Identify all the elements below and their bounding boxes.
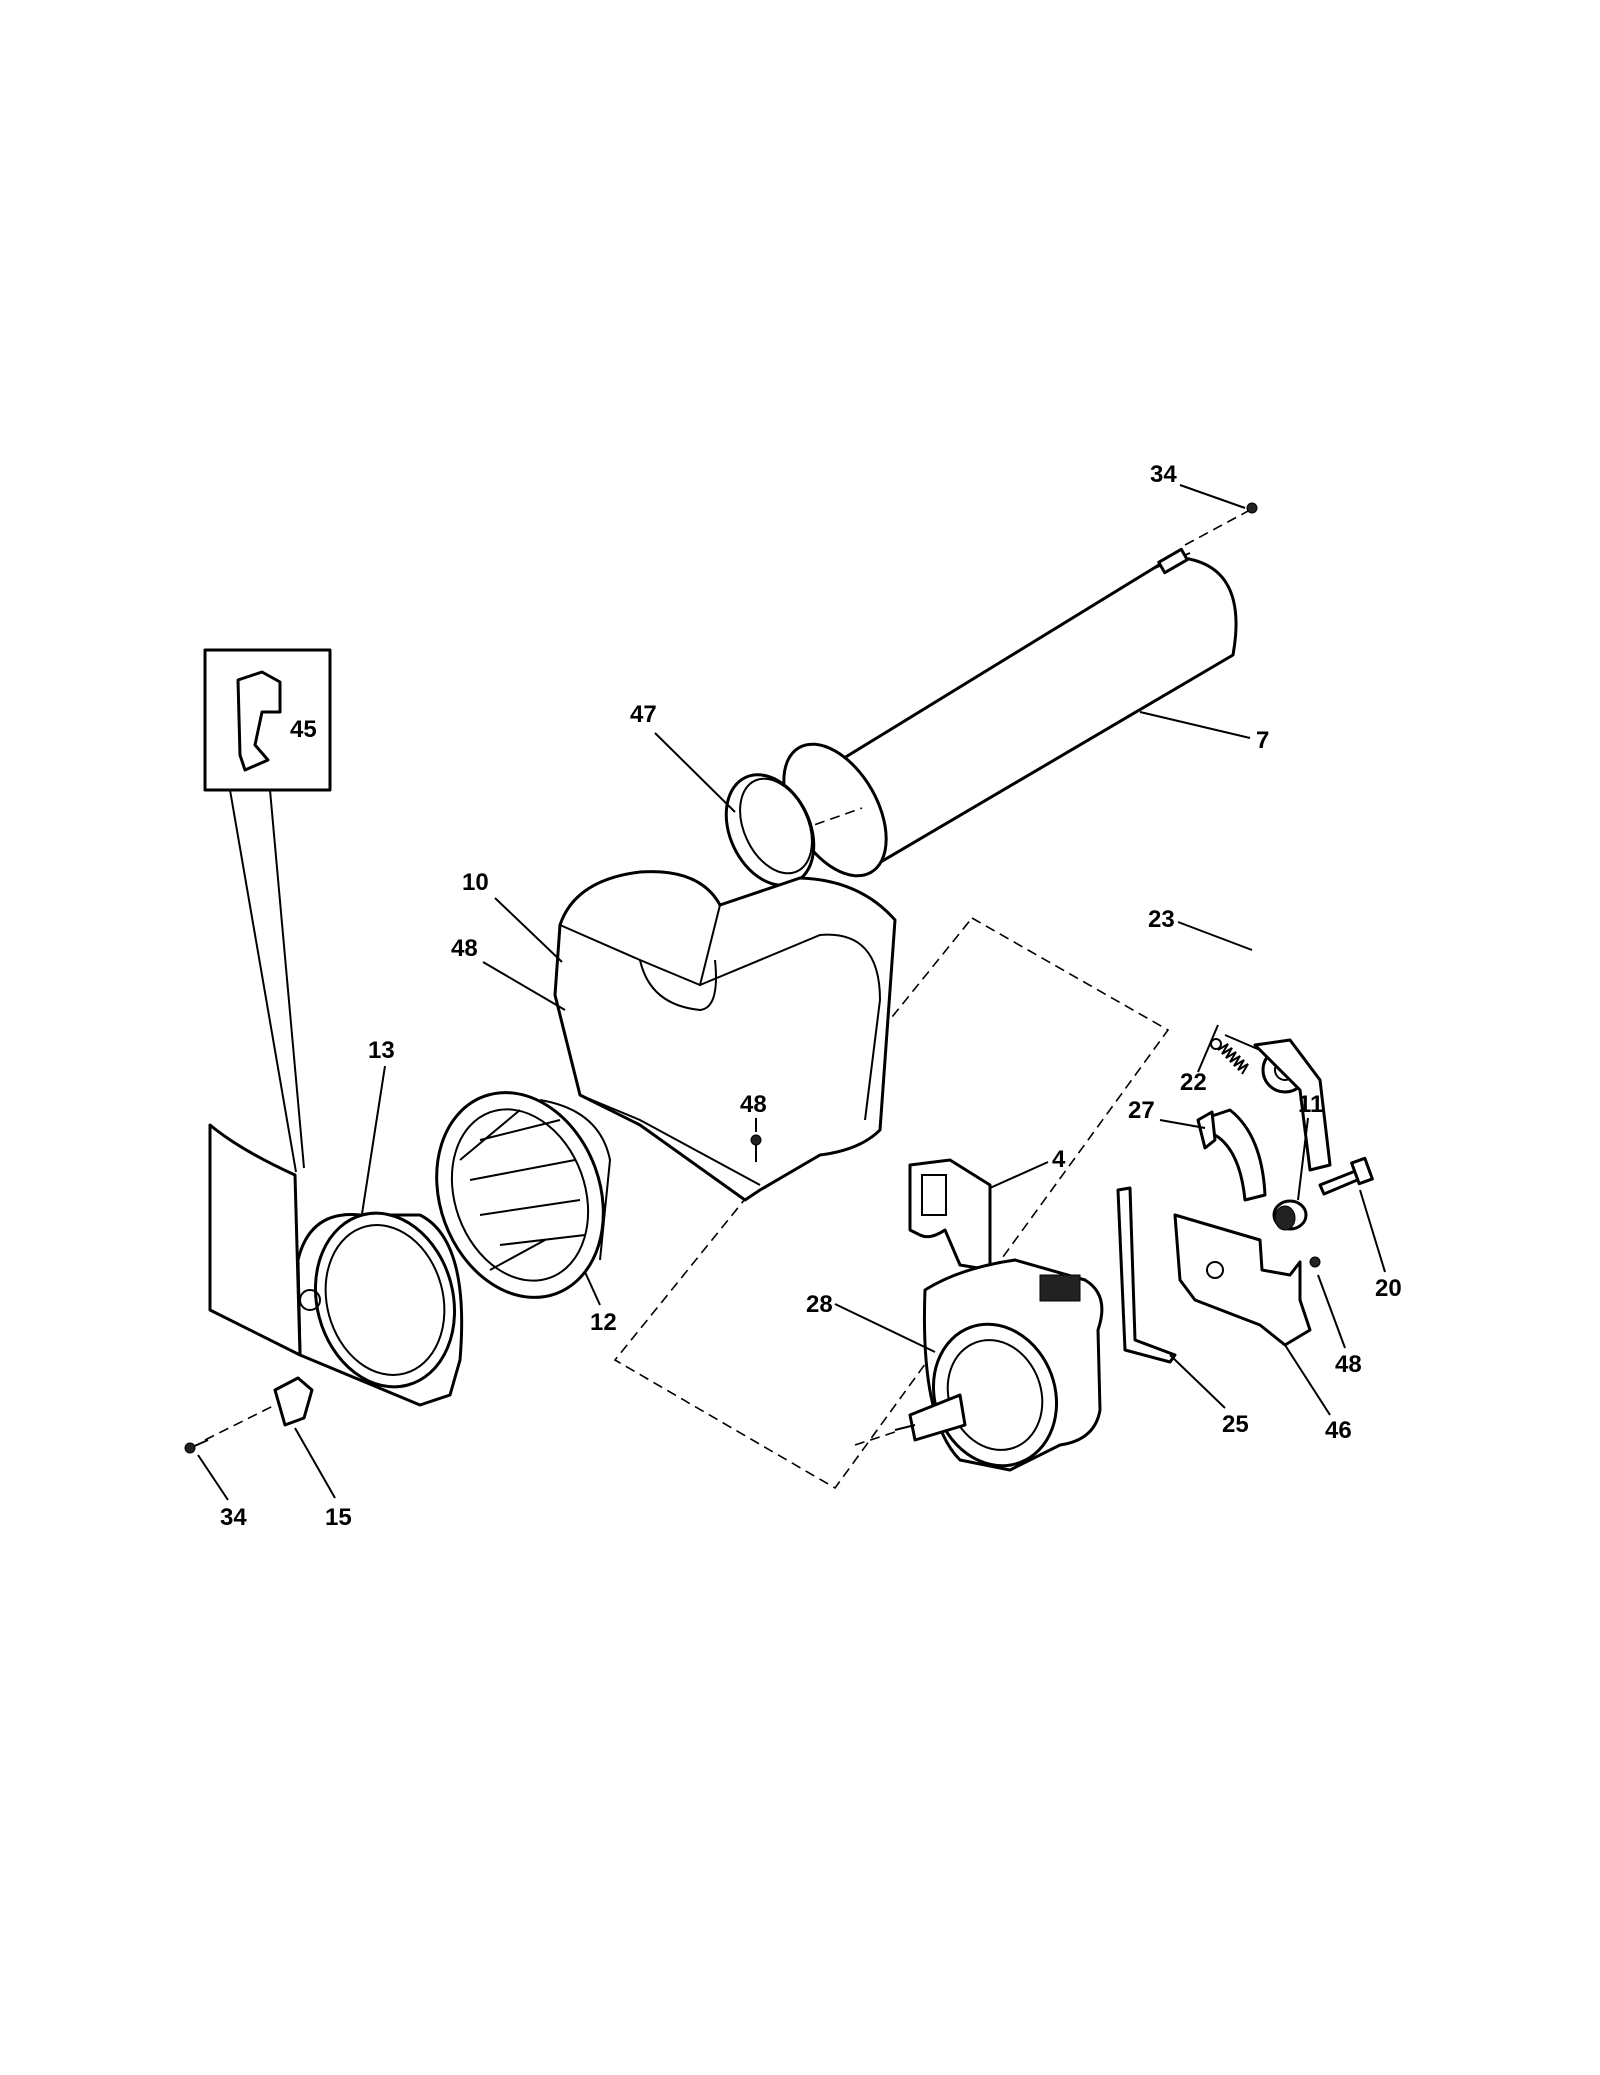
housing-screw xyxy=(750,1134,762,1162)
label-12: 12 xyxy=(590,1309,617,1336)
label-34-top: 34 xyxy=(1150,461,1177,488)
assembly-outline xyxy=(613,916,1170,1490)
drum-cylinder xyxy=(782,547,1238,878)
motor-mount-bracket xyxy=(1173,1213,1321,1347)
leader-lines xyxy=(197,484,1386,1501)
blower-housing xyxy=(553,870,897,1202)
label-27: 27 xyxy=(1128,1097,1155,1124)
label-7: 7 xyxy=(1256,727,1269,754)
label-15: 15 xyxy=(325,1504,352,1531)
drive-motor xyxy=(854,1258,1104,1472)
label-23: 23 xyxy=(1148,906,1175,933)
inset-detail-box xyxy=(203,648,332,1173)
label-45: 45 xyxy=(290,716,317,743)
drive-belt xyxy=(1116,1186,1177,1364)
drum-screw xyxy=(1184,502,1258,546)
label-25: 25 xyxy=(1222,1411,1249,1438)
label-48-mid: 48 xyxy=(740,1091,767,1118)
label-46: 46 xyxy=(1325,1417,1352,1444)
bulkhead-sensor xyxy=(184,1376,314,1454)
label-28: 28 xyxy=(806,1291,833,1318)
label-34-bottom: 34 xyxy=(220,1504,247,1531)
drum-roller xyxy=(1272,1199,1308,1231)
drum-seal-ring xyxy=(724,773,816,887)
label-48-left: 48 xyxy=(451,935,478,962)
label-47: 47 xyxy=(630,701,657,728)
label-22: 22 xyxy=(1180,1069,1207,1096)
label-4: 4 xyxy=(1052,1146,1066,1173)
label-48-right: 48 xyxy=(1335,1351,1362,1378)
duct-piece xyxy=(908,1158,992,1272)
label-10: 10 xyxy=(462,869,489,896)
label-11: 11 xyxy=(1298,1091,1323,1118)
blower-wheel xyxy=(435,1091,612,1299)
label-13: 13 xyxy=(368,1037,395,1064)
roller-bolt xyxy=(1318,1156,1374,1196)
label-20: 20 xyxy=(1375,1275,1402,1302)
front-bulkhead xyxy=(208,1123,464,1407)
belt-clip xyxy=(1196,1108,1267,1202)
idler-pulley-assembly xyxy=(1224,1034,1332,1172)
